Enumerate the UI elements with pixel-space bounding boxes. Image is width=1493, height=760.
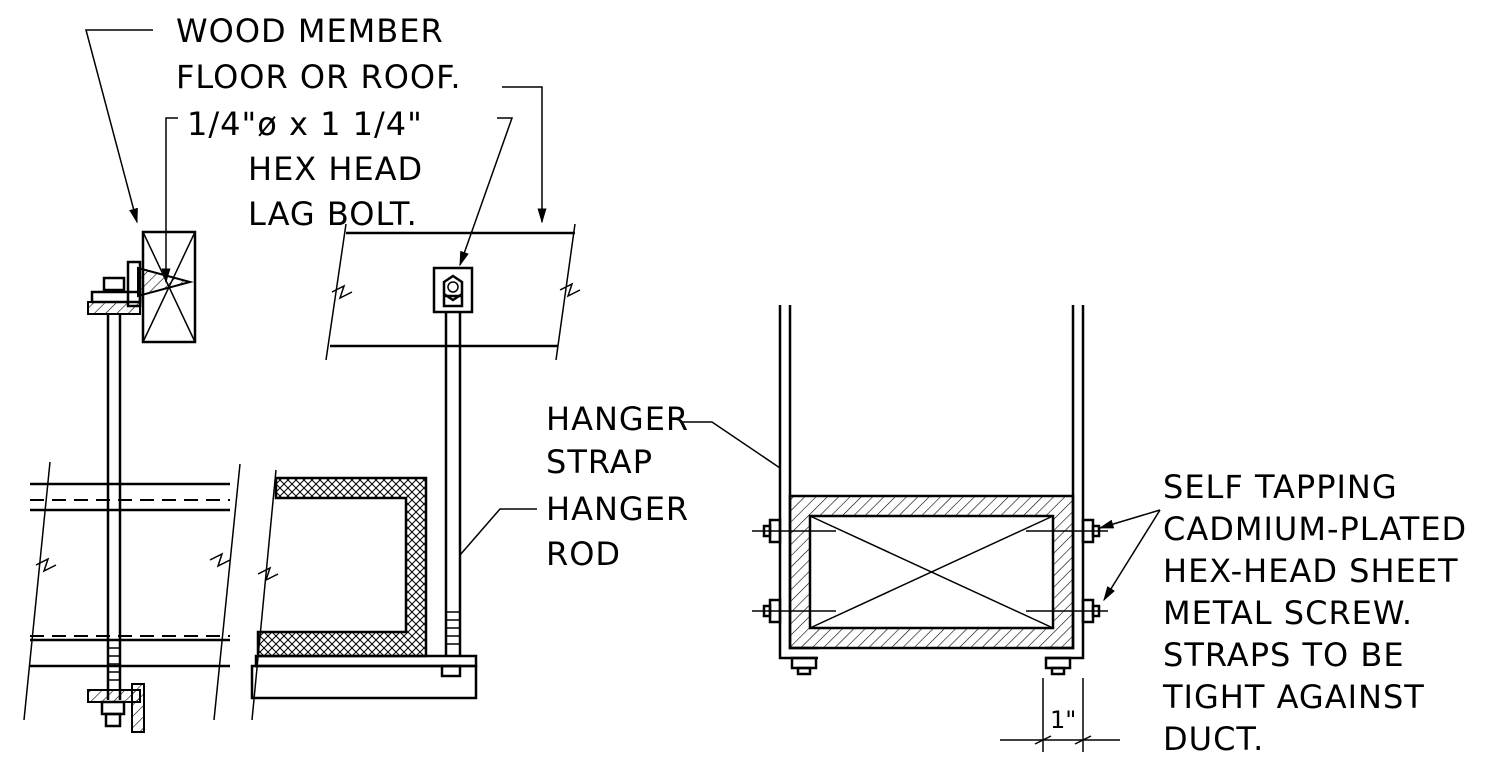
label-lag-bolt-1: 1/4"ø x 1 1/4" <box>187 105 423 143</box>
label-wood-member-1: WOOD MEMBER <box>176 12 444 50</box>
middle-view <box>250 223 581 721</box>
label-screw-1: SELF TAPPING <box>1163 468 1398 506</box>
screw-right-bottom <box>1026 598 1108 624</box>
label-lag-bolt-3: LAG BOLT. <box>248 195 418 233</box>
leader-lines <box>85 29 1161 602</box>
lag-bolt-hex-head <box>432 266 474 314</box>
label-lag-bolt-2: HEX HEAD <box>248 150 423 188</box>
screw-right-top <box>1026 518 1108 544</box>
label-screw-3: HEX-HEAD SHEET <box>1163 552 1459 590</box>
left-side-view <box>23 230 241 733</box>
screw-left-bottom <box>752 598 836 624</box>
label-screw-5: STRAPS TO BE <box>1163 636 1405 674</box>
annotations: WOOD MEMBER FLOOR OR ROOF. 1/4"ø x 1 1/4… <box>176 12 1467 758</box>
dimension-label: 1" <box>1050 706 1076 734</box>
label-screw-6: TIGHT AGAINST <box>1162 678 1425 716</box>
label-wood-member-2: FLOOR OR ROOF. <box>176 58 462 96</box>
label-screw-7: DUCT. <box>1163 720 1264 758</box>
label-hanger-rod-1: HANGER <box>546 490 689 528</box>
screw-left-top <box>752 518 836 544</box>
lag-bolt-left <box>137 266 194 298</box>
label-screw-4: METAL SCREW. <box>1163 594 1413 632</box>
label-hanger-strap-1: HANGER <box>546 400 689 438</box>
label-hanger-rod-2: ROD <box>546 535 621 573</box>
label-hanger-strap-2: STRAP <box>546 443 653 481</box>
right-section-view <box>752 305 1120 752</box>
label-screw-2: CADMIUM-PLATED <box>1163 510 1467 548</box>
